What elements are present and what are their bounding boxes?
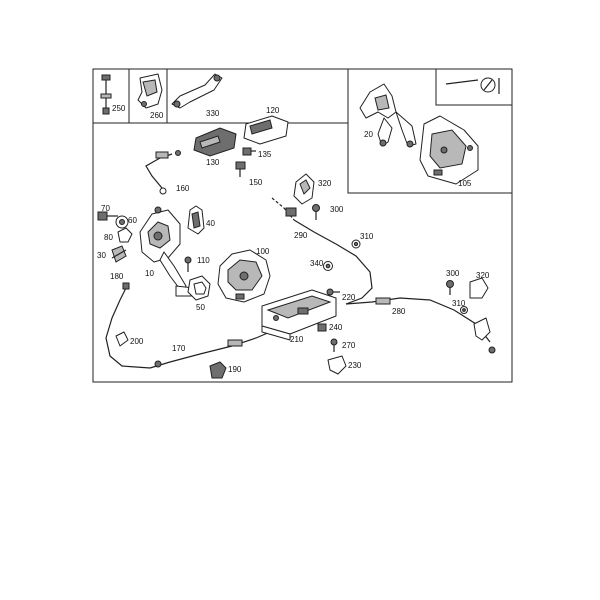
label-290: 290	[294, 231, 308, 240]
nut-340-icon[interactable]	[323, 261, 333, 271]
label-300-right: 300	[446, 269, 460, 278]
bolt-110-icon[interactable]	[184, 256, 192, 272]
clip-240-icon[interactable]	[317, 323, 327, 332]
label-60: 60	[128, 216, 137, 225]
label-150: 150	[249, 178, 263, 187]
label-20: 20	[364, 130, 373, 139]
label-310-top: 310	[360, 232, 374, 241]
label-170: 170	[172, 344, 186, 353]
lever-icon[interactable]	[171, 73, 223, 109]
label-260: 260	[150, 111, 164, 120]
label-230: 230	[348, 361, 362, 370]
cover-icon[interactable]	[419, 115, 479, 185]
cable-280-icon[interactable]	[345, 297, 491, 343]
clip-80-icon[interactable]	[117, 227, 133, 243]
label-180: 180	[110, 272, 124, 281]
label-320-top: 320	[318, 179, 332, 188]
housing-100-icon[interactable]	[217, 249, 271, 303]
cable-170-icon[interactable]	[149, 331, 271, 369]
label-300-top: 300	[330, 205, 344, 214]
control-unit-210-icon[interactable]	[261, 289, 337, 341]
label-100: 100	[256, 247, 270, 256]
screw-icon[interactable]	[100, 74, 112, 115]
label-50: 50	[196, 303, 205, 312]
label-240: 240	[329, 323, 343, 332]
clip-220-icon[interactable]	[326, 288, 340, 296]
bracket-icon[interactable]	[137, 73, 163, 109]
pedal-bracket-10-icon[interactable]	[139, 206, 195, 297]
lever-bracket-right-icon[interactable]	[473, 317, 496, 354]
upper-right-inset	[347, 68, 513, 194]
pedal-assembly-icon[interactable]	[359, 83, 417, 148]
label-120: 120	[266, 106, 280, 115]
bracket-40-icon[interactable]	[187, 205, 205, 235]
label-250: 250	[112, 104, 126, 113]
label-40: 40	[206, 219, 215, 228]
label-80: 80	[104, 233, 113, 242]
bolt-150-icon[interactable]	[235, 161, 246, 177]
label-70: 70	[101, 204, 110, 213]
label-210: 210	[290, 335, 304, 344]
label-220: 220	[342, 293, 356, 302]
vehicle-symbol-box	[435, 68, 513, 106]
bolt-135-icon[interactable]	[242, 147, 256, 156]
nut-310-top-icon[interactable]	[351, 239, 361, 249]
label-105: 105	[458, 179, 472, 188]
cable-160-icon[interactable]	[145, 150, 181, 195]
nut-310-right-icon[interactable]	[460, 306, 468, 314]
spring-30-icon[interactable]	[111, 245, 127, 263]
bolt-300-right-icon[interactable]	[446, 280, 454, 296]
label-110: 110	[197, 256, 210, 265]
clip-190-icon[interactable]	[209, 361, 227, 379]
sensor-320-right-icon[interactable]	[469, 277, 489, 299]
bolt-70-icon[interactable]	[97, 211, 118, 221]
bushing-60-icon[interactable]	[115, 215, 129, 229]
bracket-230-icon[interactable]	[327, 355, 347, 375]
cable-290-icon[interactable]	[271, 197, 373, 305]
grommet-200-icon[interactable]	[115, 331, 129, 347]
sensor-320-icon[interactable]	[293, 173, 315, 205]
label-190: 190	[228, 365, 242, 374]
label-135: 135	[258, 150, 272, 159]
label-10: 10	[145, 269, 154, 278]
bolt-270-icon[interactable]	[330, 338, 338, 352]
label-340: 340	[310, 259, 324, 268]
connector-130-icon[interactable]	[193, 127, 237, 157]
label-310-right: 310	[452, 299, 466, 308]
seal-50-icon[interactable]	[187, 275, 211, 301]
label-30: 30	[97, 251, 106, 260]
label-280: 280	[392, 307, 406, 316]
label-330: 330	[206, 109, 220, 118]
cable-180-icon[interactable]	[105, 282, 151, 369]
label-270: 270	[342, 341, 356, 350]
vehicle-symbol-icon	[445, 77, 500, 94]
switch-120-icon[interactable]	[243, 115, 289, 145]
bolt-300-top-icon[interactable]	[312, 204, 320, 221]
label-160: 160	[176, 184, 190, 193]
label-320-right: 320	[476, 271, 490, 280]
label-200: 200	[130, 337, 144, 346]
label-130: 130	[206, 158, 220, 167]
